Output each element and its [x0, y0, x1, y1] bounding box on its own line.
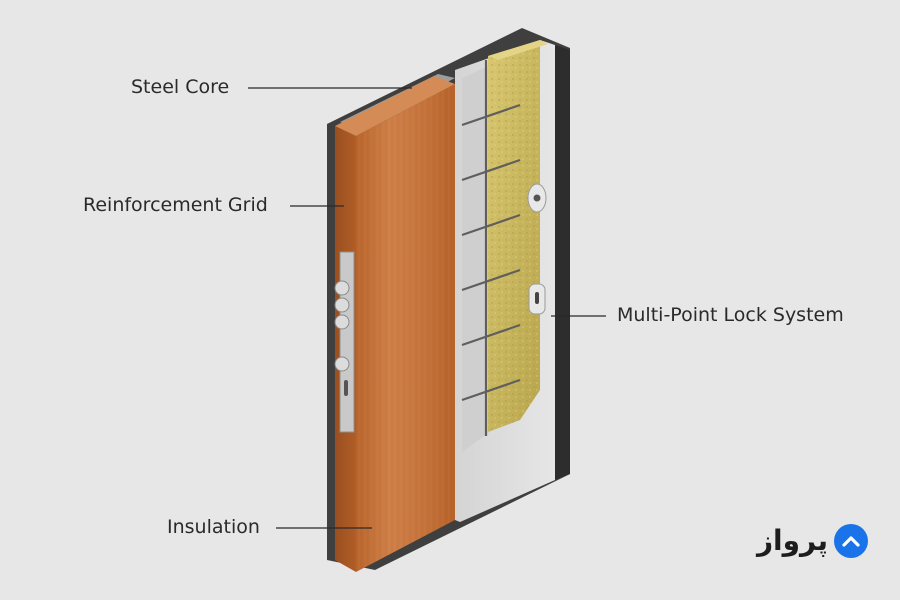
label-steel-core: Steel Core: [131, 76, 230, 98]
lock-fittings: [527, 183, 547, 315]
reinforcement-grid: [461, 60, 521, 436]
label-multi-point-lock-system: Multi-Point Lock System: [617, 304, 844, 326]
insulation-layer: [488, 40, 548, 432]
label-reinforcement-grid: Reinforcement Grid: [83, 194, 268, 216]
chevron-up-icon: [834, 524, 868, 558]
label-insulation: Insulation: [167, 516, 260, 538]
wood-veneer-panel: [335, 76, 455, 572]
leader-lines: [248, 87, 606, 529]
brand-logo: پرواز: [757, 524, 868, 558]
brand-name: پرواز: [756, 524, 828, 557]
multi-point-lock-plate: [334, 251, 355, 433]
